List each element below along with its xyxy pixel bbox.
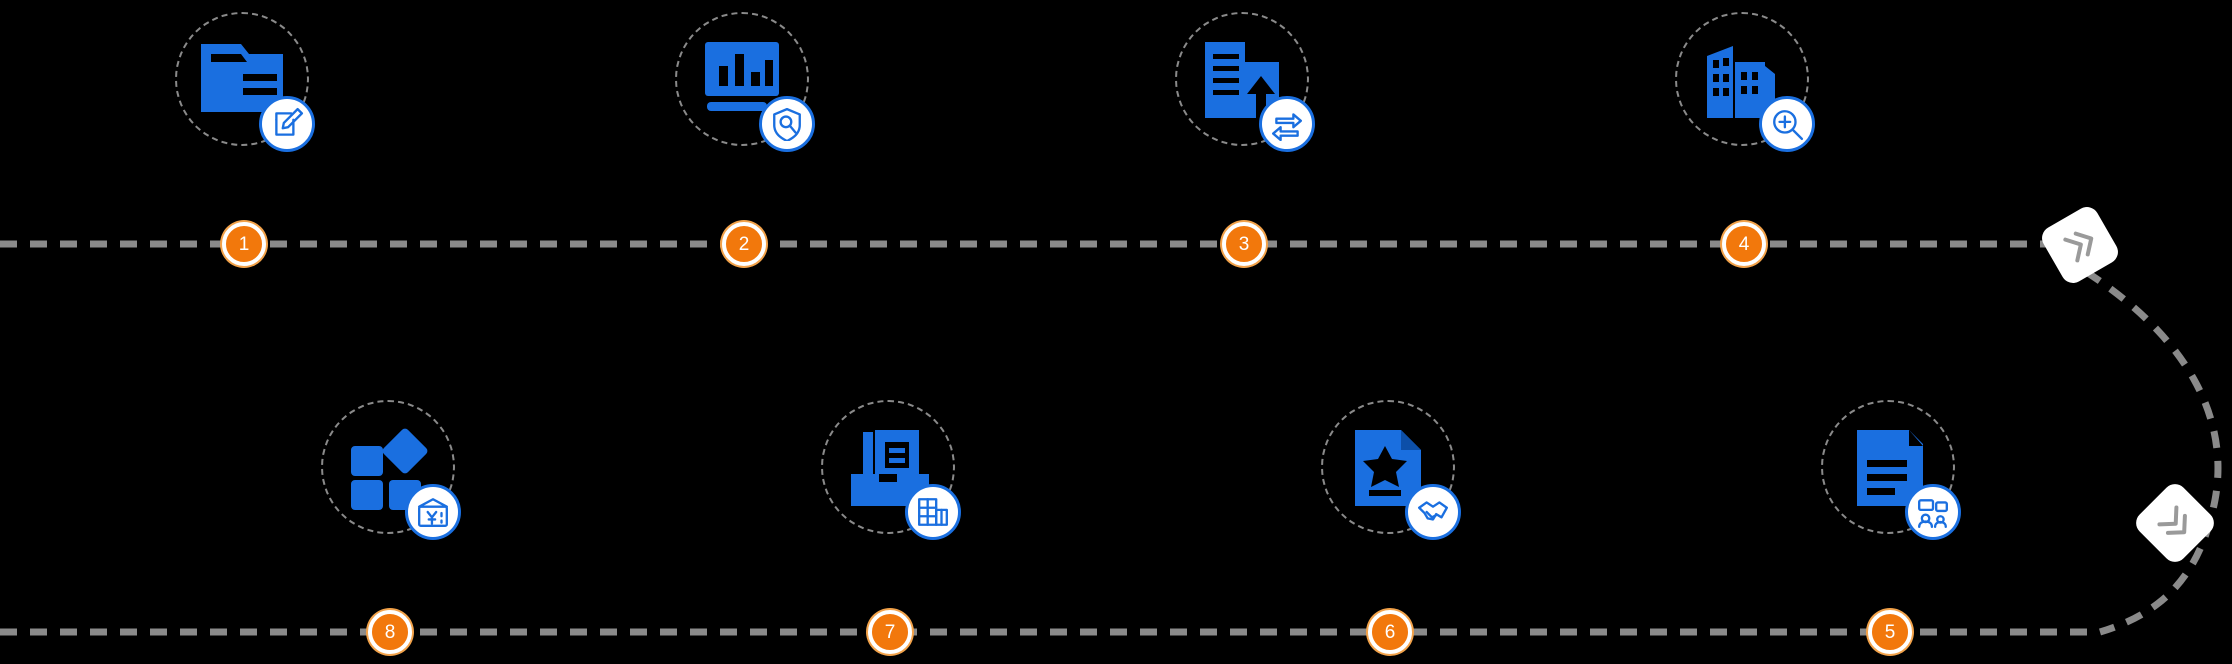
dashed-ring	[1321, 400, 1455, 534]
step-number: 6	[1384, 621, 1396, 643]
meeting-presentation-icon[interactable]	[1905, 484, 1961, 540]
step-node-3[interactable]	[1175, 12, 1315, 152]
step-marker-8[interactable]: 8	[368, 610, 412, 654]
step-marker-7[interactable]: 7	[868, 610, 912, 654]
step-node-6[interactable]	[1321, 400, 1461, 540]
money-yen-icon[interactable]	[405, 484, 461, 540]
dashed-ring	[1821, 400, 1955, 534]
building-icon[interactable]	[905, 484, 961, 540]
step-marker-4[interactable]: 4	[1722, 222, 1766, 266]
step-number: 2	[738, 233, 750, 255]
step-number: 4	[1738, 233, 1750, 255]
double-chevron-right-icon	[2063, 226, 2100, 263]
step-node-1[interactable]	[175, 12, 315, 152]
dashed-ring	[675, 12, 809, 146]
double-chevron-down-icon	[2145, 493, 2204, 552]
step-marker-5[interactable]: 5	[1868, 610, 1912, 654]
step-marker-6[interactable]: 6	[1368, 610, 1412, 654]
edit-pencil-icon[interactable]	[259, 96, 315, 152]
step-node-5[interactable]	[1821, 400, 1961, 540]
right-curve-connector	[2058, 252, 2222, 636]
dashed-ring	[821, 400, 955, 534]
magnifier-plus-icon[interactable]	[1759, 96, 1815, 152]
handshake-icon[interactable]	[1405, 484, 1461, 540]
step-node-4[interactable]	[1675, 12, 1815, 152]
dashed-ring	[1175, 12, 1309, 146]
exchange-arrows-icon[interactable]	[1259, 96, 1315, 152]
step-marker-2[interactable]: 2	[722, 222, 766, 266]
dashed-ring	[175, 12, 309, 146]
step-number: 1	[238, 233, 250, 255]
step-number: 8	[384, 621, 396, 643]
step-node-8[interactable]	[321, 400, 461, 540]
step-number: 3	[1238, 233, 1250, 255]
step-node-7[interactable]	[821, 400, 961, 540]
step-marker-3[interactable]: 3	[1222, 222, 1266, 266]
step-node-2[interactable]	[675, 12, 815, 152]
step-number: 5	[1884, 621, 1896, 643]
step-marker-1[interactable]: 1	[222, 222, 266, 266]
dashed-ring	[1675, 12, 1809, 146]
step-number: 7	[884, 621, 896, 643]
dashed-ring	[321, 400, 455, 534]
shield-search-icon[interactable]	[759, 96, 815, 152]
